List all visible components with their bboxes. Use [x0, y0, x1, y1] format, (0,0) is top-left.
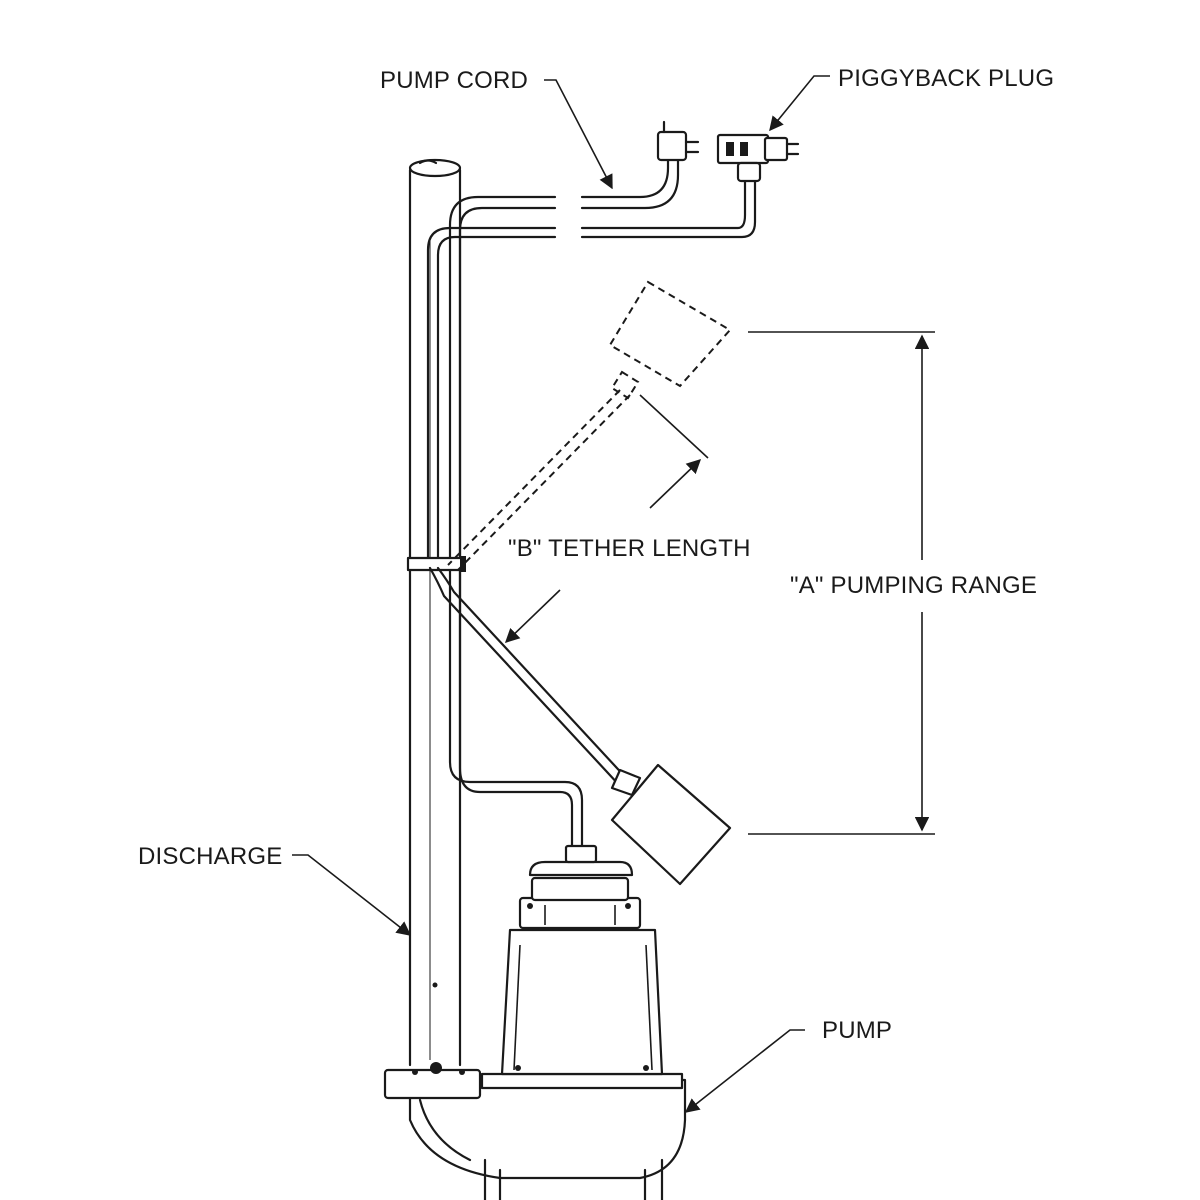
tether-length-dimension: [504, 394, 709, 643]
piggyback-plug-label: PIGGYBACK PLUG: [838, 65, 1054, 92]
discharge-pipe: [408, 158, 462, 1067]
leader-lines: [292, 75, 830, 1113]
pump-label: PUMP: [822, 1017, 892, 1044]
pumping-range-label: "A" PUMPING RANGE: [790, 572, 1037, 599]
cord-clamp: [406, 556, 466, 572]
float-switch-raised: [447, 280, 732, 571]
float-switch-lowered: [428, 566, 732, 886]
pump-cord: [448, 156, 680, 850]
pumping-range-dimension: [748, 331, 935, 835]
pump-plug: [656, 120, 700, 162]
pump-cord-label: PUMP CORD: [380, 67, 528, 94]
discharge-label: DISCHARGE: [138, 843, 283, 870]
float-switch-cord: [426, 178, 757, 570]
pump-body: [383, 844, 687, 1200]
piggyback-plug: [716, 133, 800, 183]
tether-length-label: "B" TETHER LENGTH: [508, 535, 751, 562]
